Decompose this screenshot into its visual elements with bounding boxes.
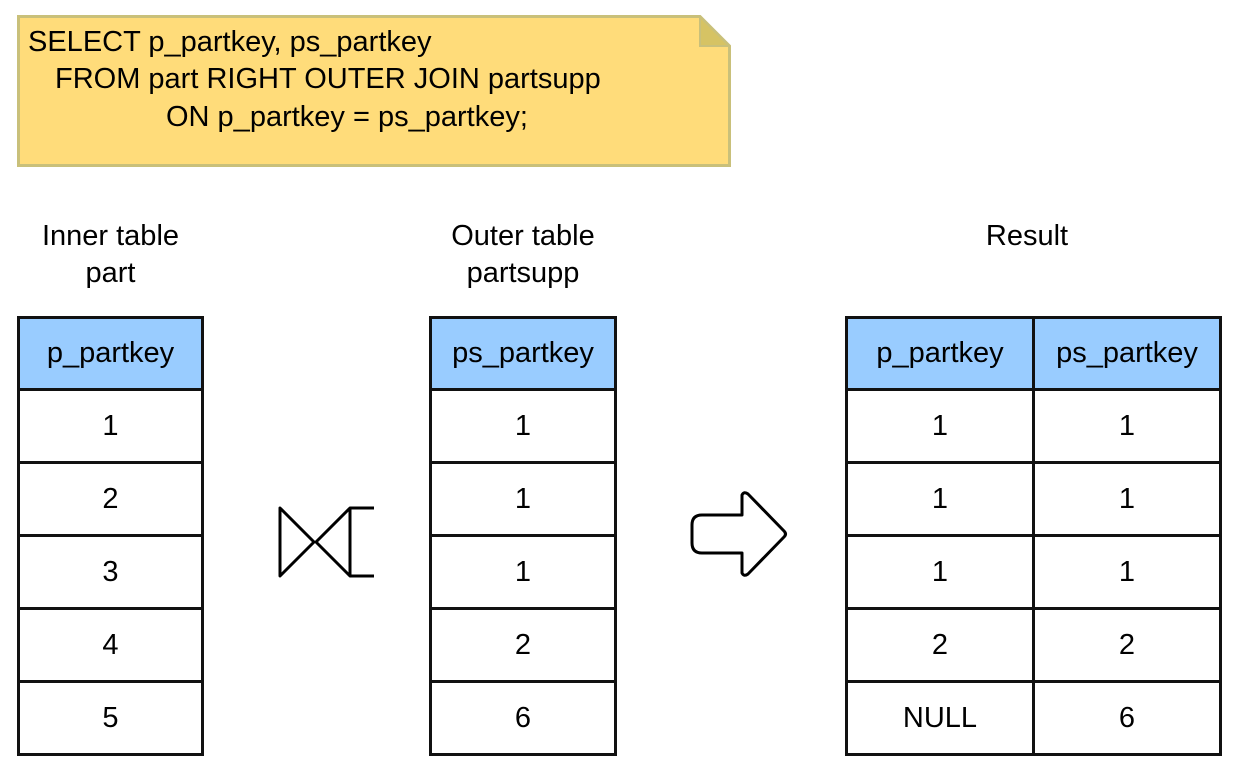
inner-table-name: part <box>85 257 136 289</box>
outer-table-name: partsupp <box>466 257 580 289</box>
result-cell: 1 <box>1032 461 1222 537</box>
inner-table-caption: Inner table part <box>7 218 214 292</box>
result-table-title: Result <box>985 220 1069 252</box>
note-shape <box>17 15 731 167</box>
inner-table-title: Inner table <box>41 220 180 252</box>
sql-line-select: SELECT p_partkey, ps_partkey <box>28 26 432 58</box>
table-row: 1 1 <box>845 461 1222 537</box>
outer-cell: 2 <box>429 607 617 683</box>
table-row: 1 1 <box>845 388 1222 464</box>
result-table-caption: Result <box>927 218 1127 255</box>
outer-cell: 1 <box>429 461 617 537</box>
table-row: 5 <box>17 680 204 756</box>
inner-cell: 2 <box>17 461 204 537</box>
table-row: 4 <box>17 607 204 683</box>
table-row: 6 <box>429 680 617 756</box>
result-cell: 2 <box>1032 607 1222 683</box>
table-row: 1 <box>429 534 617 610</box>
outer-cell: 1 <box>429 534 617 610</box>
inner-header: p_partkey <box>17 316 204 391</box>
table-row: 2 2 <box>845 607 1222 683</box>
result-cell: 1 <box>1032 534 1222 610</box>
table-row: 2 <box>429 607 617 683</box>
sql-line-on: ON p_partkey = ps_partkey; <box>166 101 528 133</box>
inner-cell: 3 <box>17 534 204 610</box>
result-cell: 1 <box>845 461 1035 537</box>
outer-header: ps_partkey <box>429 316 617 391</box>
inner-table: p_partkey 1 2 3 4 5 <box>17 316 204 756</box>
table-row: 1 <box>429 388 617 464</box>
table-row: NULL 6 <box>845 680 1222 756</box>
result-cell: 1 <box>845 388 1035 464</box>
inner-cell: 4 <box>17 607 204 683</box>
result-cell: NULL <box>845 680 1035 756</box>
inner-cell: 1 <box>17 388 204 464</box>
outer-table-title: Outer table <box>451 220 595 252</box>
table-row: 1 1 <box>845 534 1222 610</box>
result-cell: 2 <box>845 607 1035 683</box>
right-arrow-icon <box>688 488 792 585</box>
outer-table-caption: Outer table partsupp <box>413 218 633 292</box>
sql-line-from: FROM part RIGHT OUTER JOIN partsupp <box>55 63 601 95</box>
result-cell: 1 <box>845 534 1035 610</box>
inner-cell: 5 <box>17 680 204 756</box>
sql-query-note: SELECT p_partkey, ps_partkey FROM part R… <box>17 15 731 167</box>
result-header-p-partkey: p_partkey <box>845 316 1035 391</box>
table-row: 1 <box>429 461 617 537</box>
table-row: 1 <box>17 388 204 464</box>
table-row: 2 <box>17 461 204 537</box>
right-outer-join-icon <box>274 502 378 587</box>
result-header-ps-partkey: ps_partkey <box>1032 316 1222 391</box>
outer-cell: 1 <box>429 388 617 464</box>
table-row: 3 <box>17 534 204 610</box>
result-table: p_partkey ps_partkey 1 1 1 1 1 1 2 2 NUL… <box>845 316 1222 756</box>
outer-cell: 6 <box>429 680 617 756</box>
outer-table: ps_partkey 1 1 1 2 6 <box>429 316 617 756</box>
result-cell: 1 <box>1032 388 1222 464</box>
result-cell: 6 <box>1032 680 1222 756</box>
